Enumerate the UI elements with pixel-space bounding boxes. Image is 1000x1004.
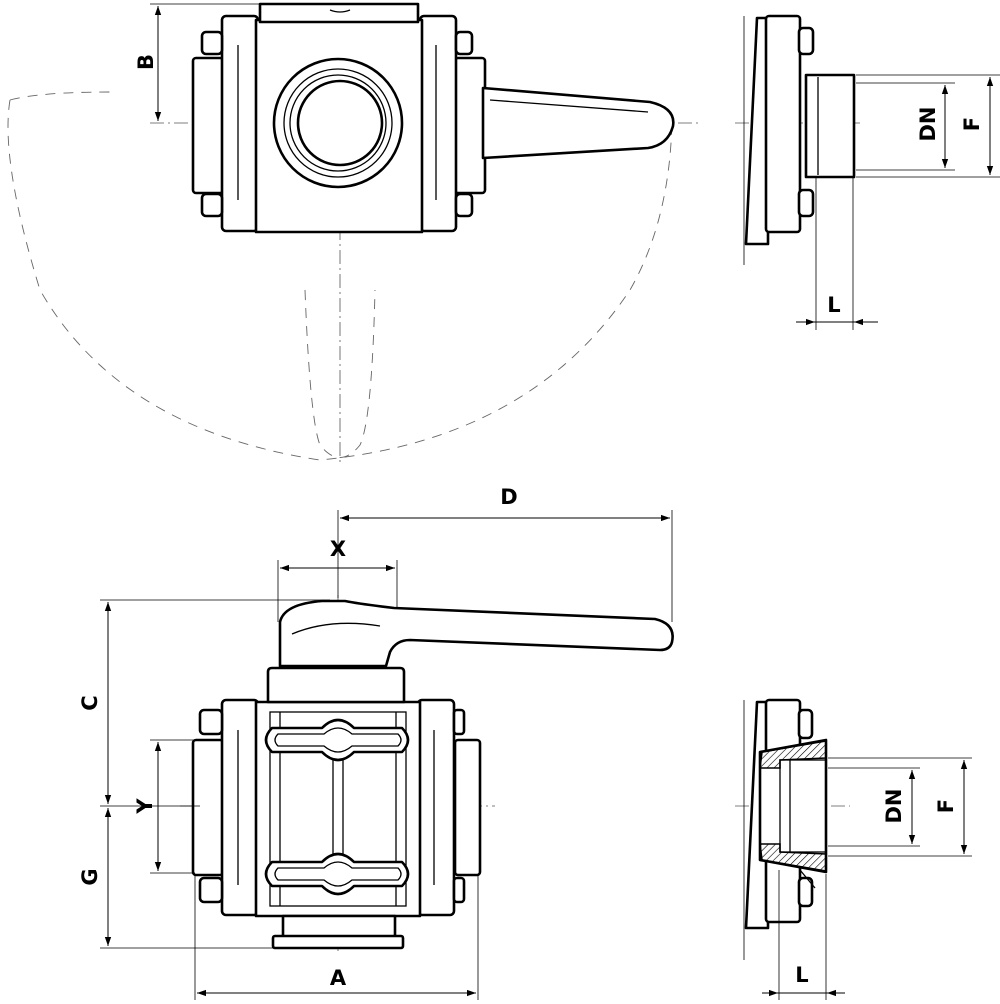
bolt-icon [198, 876, 224, 904]
right-collar [416, 698, 456, 917]
lever-handle [481, 86, 675, 160]
bolt-icon [200, 192, 224, 218]
left-flange [191, 56, 225, 195]
dimension-label-a: A [330, 966, 347, 990]
bolt-icon [452, 708, 466, 736]
bolt-icon [797, 876, 814, 908]
port-bore [296, 79, 384, 167]
handle-swing-arc [7, 99, 673, 461]
dimension-label-g: G [78, 868, 102, 885]
stem-housing [266, 666, 406, 704]
dimension-label-f-bottom: F [934, 799, 958, 813]
right-collar [418, 14, 458, 233]
left-collar [220, 698, 260, 917]
bolt-icon [452, 876, 466, 904]
dimension-label-l-bottom: L [795, 963, 808, 987]
bolt-icon [454, 192, 474, 218]
top-side-view: DN F L [735, 14, 1000, 330]
left-flange [191, 738, 225, 877]
dimension-label-b: B [134, 54, 158, 70]
handle-swing-inner [9, 91, 111, 101]
bolt-icon [797, 188, 815, 218]
dimension-label-f-top: F [960, 117, 984, 131]
bolt-icon [198, 708, 224, 736]
dimension-label-dn-bottom: DN [882, 788, 906, 823]
dimension-label-l-top: L [827, 293, 840, 317]
handle-swing-lower [304, 289, 376, 458]
dimension-label-dn-top: DN [916, 106, 940, 141]
right-flange [453, 56, 487, 195]
bottom-section-view: DN F L [735, 698, 972, 1000]
bolt-icon [200, 30, 224, 56]
top-view: B [7, 2, 700, 465]
bolt-icon [797, 708, 814, 740]
bolt-icon [797, 26, 815, 56]
dimension-label-c: C [78, 695, 102, 710]
bolt-icon [454, 30, 474, 56]
front-view: D X C G Y A [78, 485, 674, 1000]
dimension-label-x: X [330, 537, 346, 561]
side-body-face [744, 16, 770, 246]
lower-slot [264, 852, 410, 896]
lever-handle [278, 599, 674, 668]
upper-slot [264, 718, 410, 762]
right-flange [453, 738, 482, 877]
dimension-label-d: D [500, 485, 517, 509]
body-top-cap [258, 2, 420, 24]
spigot-outlet [804, 73, 856, 179]
dimension-label-y: Y [133, 798, 157, 815]
left-collar [220, 14, 260, 233]
